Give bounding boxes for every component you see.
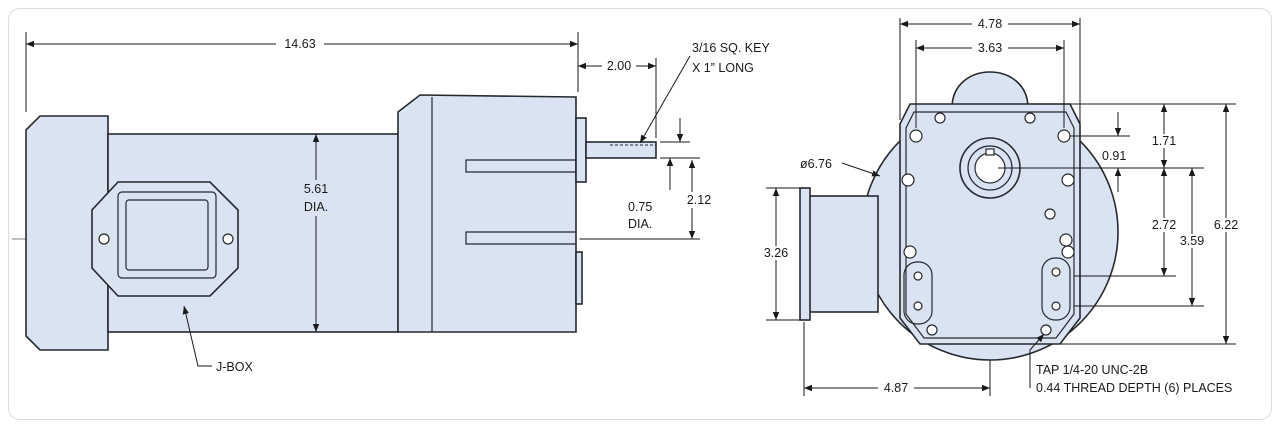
shaft-dia-value: 0.75 [628, 200, 652, 214]
gearbox-pad [575, 251, 583, 305]
motor-dia-unit: DIA. [304, 200, 328, 214]
j-box-cover [117, 191, 217, 279]
j-box-screw-left [98, 233, 110, 245]
tap-leader [1029, 333, 1045, 388]
slot-right [1041, 257, 1071, 321]
motor-dia-value: 5.61 [304, 182, 328, 196]
dim-359-label: 3.59 [1180, 234, 1204, 248]
j-box-screw-right [222, 233, 234, 245]
shaft-extension-label: 2.00 [607, 59, 631, 73]
shaft-dia-unit: DIA. [628, 217, 652, 231]
base-offset-label: 4.87 [884, 381, 908, 395]
j-box [91, 181, 239, 297]
gear-plate-inner [905, 111, 1075, 339]
overall-width-label: 4.78 [978, 17, 1002, 31]
tap-callout-line2: 0.44 THREAD DEPTH (6) PLACES [1036, 381, 1232, 395]
dim-272-label: 2.72 [1152, 218, 1176, 232]
top-boss [951, 71, 1029, 109]
overall-length-label: 14.63 [284, 37, 315, 51]
j-box-label: J-BOX [216, 360, 253, 374]
mounting-holes [901, 112, 1075, 336]
overall-height-label: 6.22 [1214, 218, 1238, 232]
side-view: 14.63 2.00 3/16 SQ. KEY X 1” LONG 0.75 D… [12, 32, 770, 374]
dim-091-label: 0.91 [1102, 149, 1126, 163]
j-box-cover-inner [125, 199, 209, 271]
output-shaft [585, 141, 657, 159]
j-box-leader [182, 305, 212, 367]
housing-dia-leader [841, 162, 881, 177]
gearbox-housing [397, 94, 577, 333]
shaft-height-label: 2.12 [687, 193, 711, 207]
gearbox-rib-lower [465, 231, 576, 245]
slot-left [903, 261, 933, 325]
key-leader [639, 55, 691, 144]
j-box-flange [91, 181, 239, 297]
key-callout-line1: 3/16 SQ. KEY [692, 41, 770, 55]
gearbox-rib-upper [465, 159, 576, 173]
bolt-width-label: 3.63 [978, 41, 1002, 55]
dim-171-label: 1.71 [1152, 134, 1176, 148]
output-boss [575, 117, 587, 183]
key-callout-line2: X 1” LONG [692, 61, 754, 75]
flange-height-label: 3.26 [764, 246, 788, 260]
rear-end-cap [25, 115, 109, 351]
tap-callout-line1: TAP 1/4-20 UNC-2B [1036, 363, 1148, 377]
motor-flange-rim [799, 187, 811, 321]
motor-flange-side [807, 195, 879, 313]
front-view: 4.78 3.63 ø6.76 0.91 1.71 2.72 3.59 [758, 16, 1242, 396]
housing-dia-label: ø6.76 [800, 157, 832, 171]
